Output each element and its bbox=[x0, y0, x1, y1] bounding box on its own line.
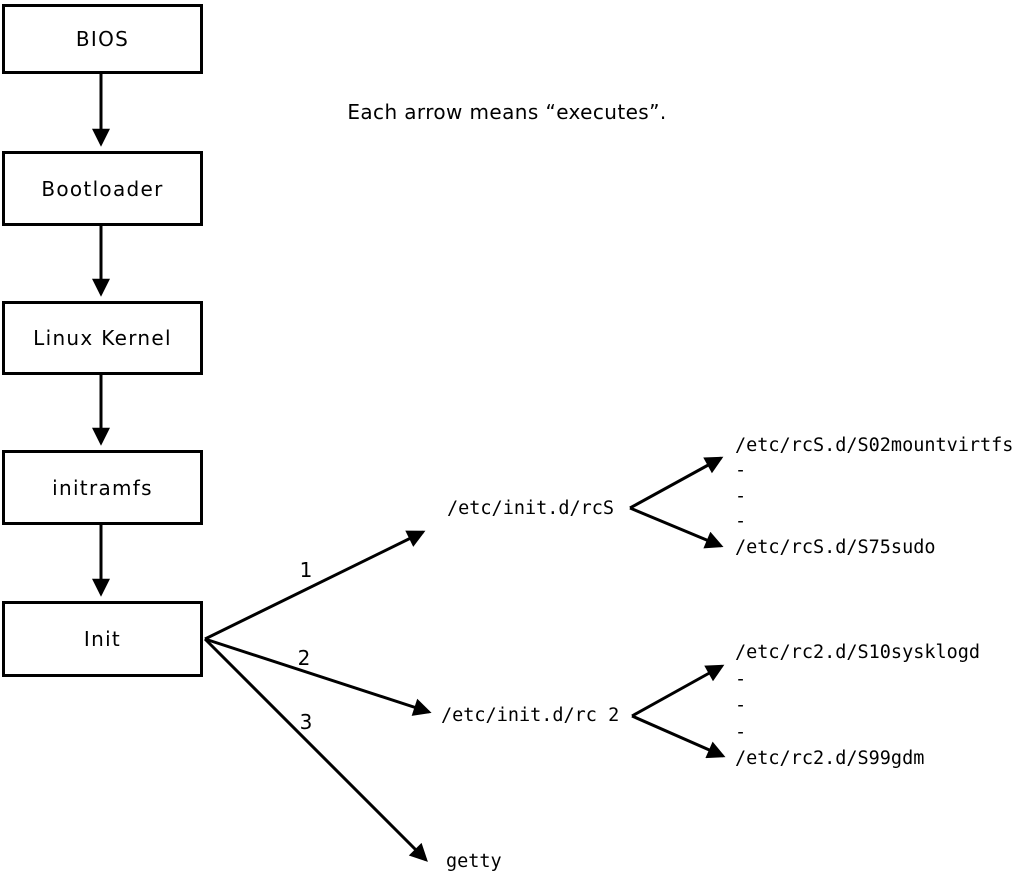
caption: Each arrow means “executes”. bbox=[347, 100, 667, 124]
node-initramfs-label: initramfs bbox=[52, 475, 153, 500]
rcs-script-list: /etc/rcS.d/S02mountvirtfs - - - /etc/rcS… bbox=[735, 433, 1013, 560]
node-init: Init bbox=[2, 601, 203, 677]
node-bios-label: BIOS bbox=[75, 27, 130, 51]
node-linux-kernel-label: Linux Kernel bbox=[33, 326, 172, 350]
node-init-label: Init bbox=[83, 627, 122, 651]
rc2-script-list: /etc/rc2.d/S10sysklogd - - - /etc/rc2.d/… bbox=[735, 640, 980, 773]
target-rc2: /etc/init.d/rc 2 bbox=[441, 705, 620, 726]
rcs-script-item: - bbox=[735, 460, 747, 482]
rcs-script-item: - bbox=[735, 511, 747, 533]
rc2-script-item: - bbox=[735, 721, 747, 743]
arrow-init-to-getty bbox=[203, 637, 428, 862]
branch-label-1: 1 bbox=[299, 558, 313, 582]
branch-label-2: 2 bbox=[297, 646, 311, 670]
rcs-script-item: /etc/rcS.d/S02mountvirtfs bbox=[735, 435, 1014, 456]
node-initramfs: initramfs bbox=[2, 450, 203, 525]
node-linux-kernel: Linux Kernel bbox=[2, 301, 203, 375]
rc2-script-item: /etc/rc2.d/S10sysklogd bbox=[735, 642, 981, 663]
rc2-script-item: - bbox=[735, 695, 747, 716]
target-rcs: /etc/init.d/rcS bbox=[447, 498, 615, 519]
rc2-script-item: /etc/rc2.d/S99gdm bbox=[735, 748, 925, 769]
node-bootloader: Bootloader bbox=[2, 151, 203, 226]
rcs-script-item: /etc/rcS.d/S75sudo bbox=[735, 536, 936, 558]
arrow-init-to-rc2 bbox=[204, 637, 432, 716]
arrow-rc2-to-s99gdm bbox=[631, 714, 726, 759]
rc2-script-item: - bbox=[735, 668, 747, 690]
arrow-init-to-rcs bbox=[204, 530, 426, 641]
branch-label-3: 3 bbox=[299, 710, 313, 734]
arrow-rcs-to-s02mountvirtfs bbox=[629, 456, 724, 510]
node-bootloader-label: Bootloader bbox=[41, 176, 164, 201]
arrow-rcs-to-s75sudo bbox=[629, 506, 724, 549]
arrow-rc2-to-s10sysklogd bbox=[631, 664, 725, 718]
node-bios: BIOS bbox=[2, 4, 203, 74]
target-getty: getty bbox=[446, 851, 502, 872]
rcs-script-item: - bbox=[735, 485, 747, 507]
